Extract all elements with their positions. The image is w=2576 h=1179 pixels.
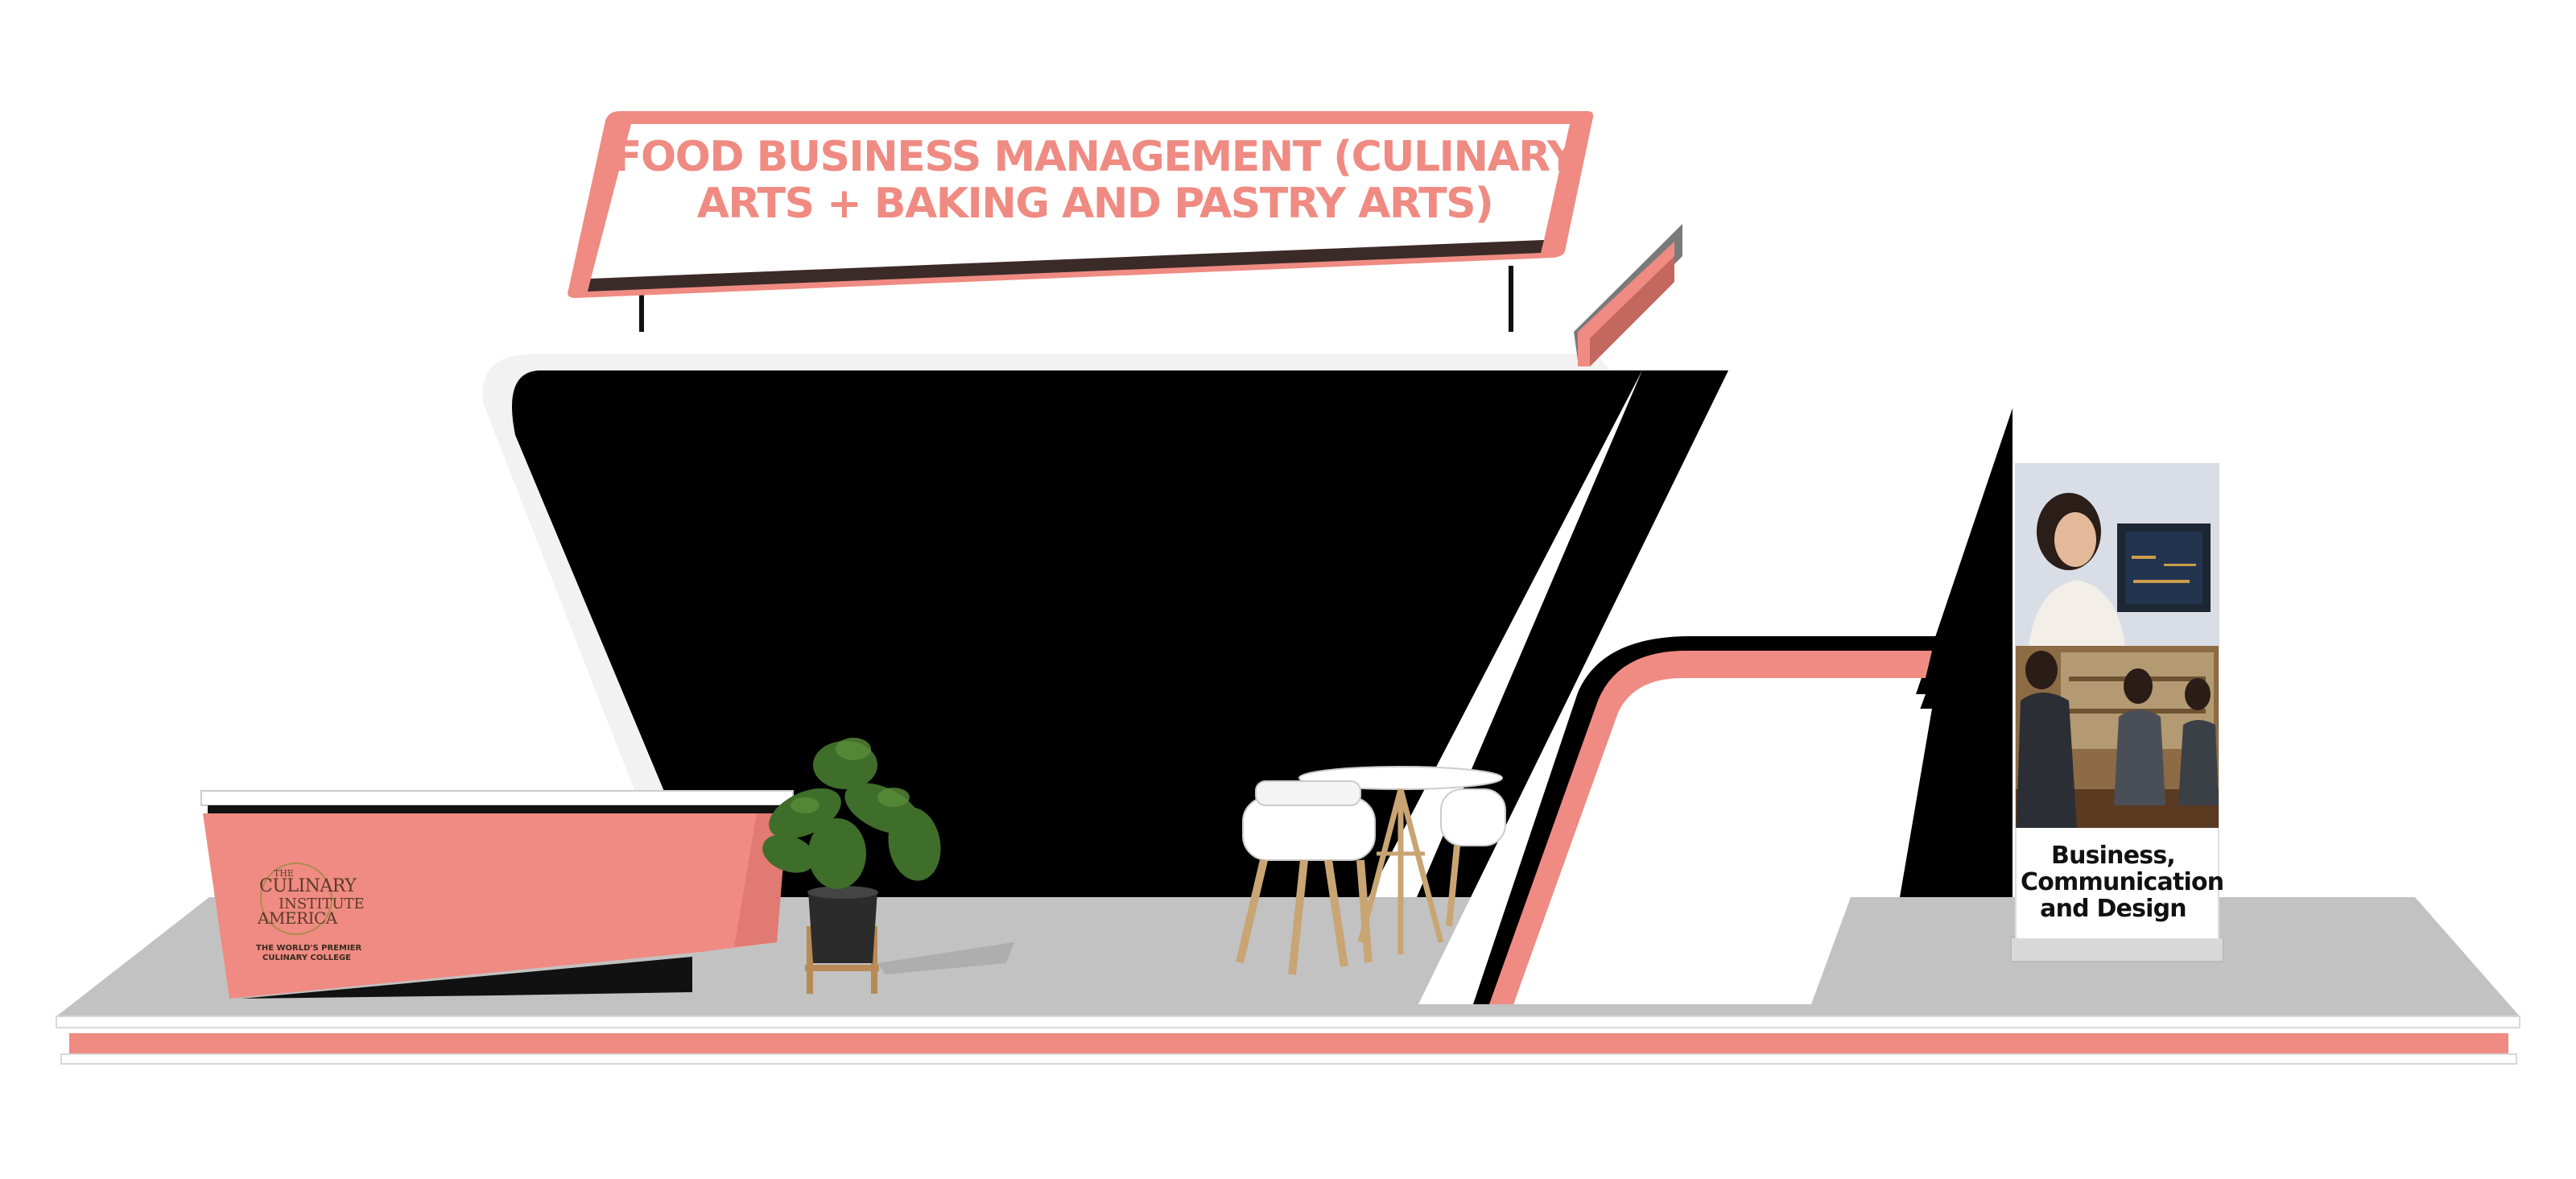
reception-counter bbox=[200, 790, 794, 999]
logo-text-culinary: CULINARY bbox=[259, 876, 357, 896]
back-wall bbox=[469, 332, 1642, 897]
potted-plant bbox=[762, 738, 1014, 994]
culinary-institute-logo bbox=[260, 863, 332, 935]
logo-tagline-2: CULINARY COLLEGE bbox=[262, 954, 351, 962]
logo-tagline-1: THE WORLD'S PREMIER bbox=[256, 944, 362, 953]
header-sign-title: FOOD BUSINESS MANAGEMENT (CULINARY ARTS … bbox=[613, 133, 1578, 228]
banner-caption: Business, Communication and Design bbox=[2021, 842, 2224, 923]
logo-text-america: AMERICA bbox=[258, 908, 337, 928]
header-sign bbox=[568, 111, 1594, 332]
logo-text-the: THE bbox=[274, 868, 294, 879]
sloped-top-piece bbox=[1574, 224, 1682, 366]
logo-text-institute: INSTITUTE bbox=[279, 896, 365, 912]
white-diagonal-pillar bbox=[1418, 217, 2077, 1004]
table-and-chairs bbox=[1236, 766, 1506, 975]
roll-up-banner bbox=[2010, 463, 2224, 962]
